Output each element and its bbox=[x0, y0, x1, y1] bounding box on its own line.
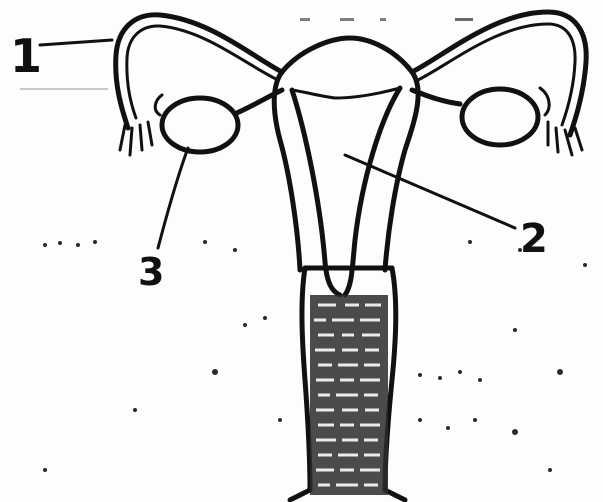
leader-line-1 bbox=[40, 40, 112, 45]
label-1: 1 bbox=[10, 29, 42, 83]
leader-line-3 bbox=[158, 148, 188, 248]
label-2: 2 bbox=[520, 216, 548, 262]
vagina bbox=[290, 268, 405, 500]
ovary-left bbox=[155, 95, 238, 152]
ovary-right bbox=[462, 88, 549, 145]
label-3: 3 bbox=[138, 250, 164, 294]
uterus-body bbox=[274, 38, 418, 295]
ovarian-ligaments bbox=[232, 90, 460, 115]
background-specks bbox=[20, 18, 587, 472]
leader-line-2 bbox=[345, 155, 515, 228]
